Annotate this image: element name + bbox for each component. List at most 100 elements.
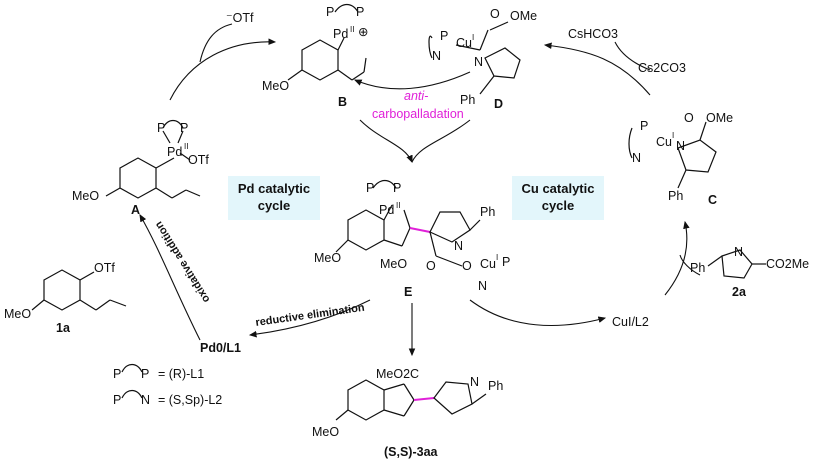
- arrow-d-to-b: [353, 71, 471, 90]
- atom-label: Ph: [668, 189, 683, 203]
- atom-label: P: [393, 181, 401, 195]
- atom-label: N: [632, 151, 641, 165]
- atom-label: Pd: [379, 203, 394, 217]
- atom-label: MeO: [4, 307, 31, 321]
- arrow-c-to-d: [543, 42, 651, 96]
- anti-label: anti-: [404, 89, 428, 103]
- atom-label: O: [426, 259, 436, 273]
- atom-label: A: [131, 203, 140, 217]
- atom-label: P: [141, 367, 149, 381]
- atom-label: E: [404, 285, 412, 299]
- product-3aa: MeO2C N Ph MeO (S,S)-3aa: [312, 367, 503, 459]
- atom-label: Pd: [333, 27, 348, 41]
- arrow-2a-in: [679, 254, 701, 276]
- arrow-a-to-b: [169, 38, 277, 101]
- atom-label: MeO: [72, 189, 99, 203]
- atom-label: N: [141, 393, 150, 407]
- atom-label: II: [350, 25, 354, 34]
- atom-label: MeO: [262, 79, 289, 93]
- atom-label: P: [502, 255, 510, 269]
- atom-label: P: [180, 121, 188, 135]
- atom-label: I: [472, 33, 474, 42]
- atom-label: Pd: [167, 145, 182, 159]
- atom-label: Ph: [480, 205, 495, 219]
- atom-label: Cu: [480, 257, 496, 271]
- cu1-catalyst-label: CuI/L2: [612, 315, 649, 329]
- atom-label: OMe: [706, 111, 733, 125]
- atom-label: Ph: [690, 261, 705, 275]
- atom-label: OMe: [510, 9, 537, 23]
- atom-label: P: [356, 5, 364, 19]
- atom-label: N: [478, 279, 487, 293]
- atom-label: N: [454, 239, 463, 253]
- atom-label: II: [184, 142, 188, 151]
- arrow-cs-base: [614, 41, 651, 71]
- pd0-catalyst-label: Pd0/L1: [200, 341, 241, 355]
- atom-label: I: [672, 131, 674, 140]
- otf-minus-label: ⁻OTf: [226, 11, 254, 25]
- pd-cycle-line1: Pd catalytic: [237, 181, 311, 196]
- atom-label: C: [708, 193, 717, 207]
- atom-label: P: [366, 181, 374, 195]
- compound-c: P Cu I N N O OMe Ph C: [628, 111, 733, 207]
- oxidative-addition-label: oxidative addition: [153, 219, 213, 305]
- atom-label: Cu: [456, 36, 472, 50]
- atom-label: N: [432, 49, 441, 63]
- atom-label: P: [113, 367, 121, 381]
- atom-label: Ph: [460, 93, 475, 107]
- atom-label: 2a: [732, 285, 747, 299]
- atom-label: OTf: [188, 153, 209, 167]
- cs2co3-label: Cs2CO3: [638, 61, 686, 75]
- atom-label: MeO: [314, 251, 341, 265]
- atom-label: = (S,Sp)-L2: [158, 393, 222, 407]
- arrow-oxidative-addition: [139, 214, 201, 341]
- arrow-otf-release: [199, 23, 233, 63]
- cshco3-label: CsHCO3: [568, 27, 618, 41]
- compound-a: P P Pd II OTf MeO A: [72, 119, 209, 217]
- atom-label: N: [470, 375, 479, 389]
- atom-label: MeO2C: [376, 367, 419, 381]
- atom-label: OTf: [94, 261, 115, 275]
- reductive-elimination-label: reductive elimination: [255, 302, 366, 329]
- atom-label: N: [474, 55, 483, 69]
- atom-label: MeO: [380, 257, 407, 271]
- product-prefix: (S,S)-: [384, 445, 417, 459]
- atom-label: P: [113, 393, 121, 407]
- atom-label: CO2Me: [766, 257, 809, 271]
- atom-label: O: [684, 111, 694, 125]
- cu-cycle-line1: Cu catalytic: [521, 181, 595, 196]
- arrow-d-to-e: [411, 119, 471, 163]
- atom-label: 1a: [56, 321, 71, 335]
- atom-label: Ph: [488, 379, 503, 393]
- atom-label: I: [496, 253, 498, 262]
- compound-b: P P Pd II ⊕ MeO B: [262, 3, 368, 109]
- atom-label: P: [440, 29, 448, 43]
- atom-label: O: [462, 259, 472, 273]
- compound-d: P Cu I N N O OMe Ph D: [428, 7, 537, 111]
- compound-1a: OTf MeO 1a: [4, 261, 127, 335]
- atom-label: D: [494, 97, 503, 111]
- arrow-cu-to-c: [664, 220, 690, 296]
- carbopalladation-label: carbopalladation: [372, 107, 464, 121]
- product-id: 3aa: [417, 445, 439, 459]
- atom-label: MeO: [312, 425, 339, 439]
- atom-label: ⊕: [358, 25, 368, 39]
- atom-label: N: [734, 245, 743, 259]
- arrow-b-to-e: [359, 119, 413, 164]
- atom-label: P: [640, 119, 648, 133]
- pd-cycle-label: Pd catalytic cycle: [228, 176, 320, 220]
- atom-label: II: [396, 201, 400, 210]
- atom-label: P: [326, 5, 334, 19]
- atom-label: N: [676, 139, 685, 153]
- arrow-reductive-elimination: [248, 299, 371, 338]
- product-label: (S,S)-3aa: [384, 445, 439, 459]
- compound-2a: Ph N CO2Me 2a: [690, 245, 809, 299]
- pd-cycle-line2: cycle: [257, 198, 291, 213]
- arrow-e-to-cu: [469, 299, 607, 327]
- atom-label: O: [490, 7, 500, 21]
- atom-label: = (R)-L1: [158, 367, 204, 381]
- cu-cycle-line2: cycle: [541, 198, 575, 213]
- compound-e: P P Pd II Ph N O O Cu I P N MeO MeO E: [314, 179, 510, 299]
